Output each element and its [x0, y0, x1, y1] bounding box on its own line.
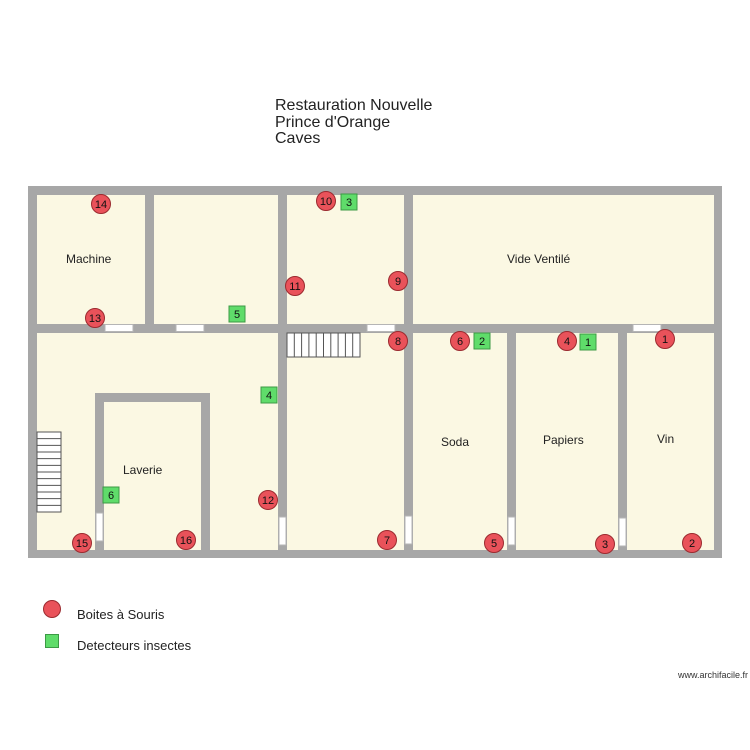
- staircase-left: [36, 431, 62, 513]
- mouse-trap-5: 5: [484, 533, 504, 553]
- door: [278, 516, 287, 546]
- svg-text:3: 3: [346, 197, 352, 209]
- svg-text:15: 15: [76, 538, 88, 550]
- mouse-trap-6: 6: [450, 331, 470, 351]
- door: [618, 517, 627, 547]
- door: [404, 515, 413, 545]
- room-label-laverie: Laverie: [123, 463, 163, 477]
- room-label-vide-ventile: Vide Ventilé: [507, 252, 570, 266]
- svg-text:1: 1: [585, 337, 591, 349]
- plan-title-line-2: Prince d'Orange: [275, 114, 391, 131]
- mouse-trap-12: 12: [258, 490, 278, 510]
- svg-text:1: 1: [662, 334, 668, 346]
- mouse-trap-4: 4: [557, 331, 577, 351]
- room-label-machine: Machine: [66, 252, 112, 266]
- mouse-trap-3: 3: [595, 534, 615, 554]
- svg-text:10: 10: [320, 196, 332, 208]
- insect-detector-6: 6: [102, 486, 120, 504]
- watermark: www.archifacile.fr: [678, 670, 749, 680]
- door: [104, 324, 134, 332]
- room-label-soda: Soda: [441, 435, 469, 449]
- legend-mouse-trap-icon: [43, 600, 61, 618]
- legend-mouse-trap-label: Boites à Souris: [77, 607, 165, 622]
- mouse-trap-2: 2: [682, 533, 702, 553]
- svg-text:11: 11: [289, 281, 300, 293]
- mouse-trap-1: 1: [655, 329, 675, 349]
- door: [175, 324, 205, 332]
- room-papiers: [516, 333, 618, 550]
- mouse-trap-16: 16: [176, 530, 196, 550]
- mouse-trap-10: 10: [316, 191, 336, 211]
- mouse-trap-11: 11: [285, 276, 305, 296]
- door: [632, 324, 662, 332]
- mouse-trap-13: 13: [85, 308, 105, 328]
- svg-text:16: 16: [180, 535, 192, 547]
- insect-detector-5: 5: [228, 305, 246, 323]
- mouse-trap-15: 15: [72, 533, 92, 553]
- svg-text:9: 9: [395, 276, 401, 288]
- room-label-papiers: Papiers: [543, 433, 584, 447]
- svg-text:5: 5: [491, 538, 497, 550]
- door: [95, 512, 104, 542]
- room-laverie: [104, 402, 201, 550]
- plan-title-line-1: Restauration Nouvelle: [275, 97, 433, 114]
- svg-text:6: 6: [108, 490, 114, 502]
- mouse-trap-7: 7: [377, 530, 397, 550]
- svg-text:6: 6: [457, 336, 463, 348]
- svg-text:7: 7: [384, 535, 390, 547]
- svg-text:4: 4: [266, 390, 272, 402]
- insect-detector-3: 3: [340, 193, 358, 211]
- svg-text:5: 5: [234, 309, 240, 321]
- room-top-3: [287, 195, 404, 324]
- room-soda: [413, 333, 507, 550]
- insect-detector-4: 4: [260, 386, 278, 404]
- svg-text:4: 4: [564, 336, 570, 348]
- legend-insect-detector-label: Detecteurs insectes: [77, 638, 192, 653]
- room-top-2: [154, 195, 278, 324]
- plan-title-line-3: Caves: [275, 130, 321, 147]
- room-stair-hall: [287, 333, 404, 550]
- room-label-vin: Vin: [657, 432, 674, 446]
- room-machine: [37, 195, 145, 324]
- svg-text:8: 8: [395, 336, 401, 348]
- door: [507, 516, 516, 546]
- svg-text:2: 2: [689, 538, 695, 550]
- insect-detector-2: 2: [473, 332, 491, 350]
- insect-detector-1: 1: [579, 333, 597, 351]
- room-vide-ventile: [413, 195, 714, 324]
- svg-text:2: 2: [479, 336, 485, 348]
- door: [366, 324, 396, 332]
- mouse-trap-8: 8: [388, 331, 408, 351]
- svg-text:3: 3: [602, 539, 608, 551]
- legend-insect-detector-icon: [45, 634, 59, 648]
- svg-text:14: 14: [95, 199, 107, 211]
- mouse-trap-14: 14: [91, 194, 111, 214]
- mouse-trap-9: 9: [388, 271, 408, 291]
- staircase-top: [286, 332, 361, 358]
- svg-text:13: 13: [89, 313, 101, 325]
- room-vin: [627, 333, 714, 550]
- svg-text:12: 12: [262, 495, 274, 507]
